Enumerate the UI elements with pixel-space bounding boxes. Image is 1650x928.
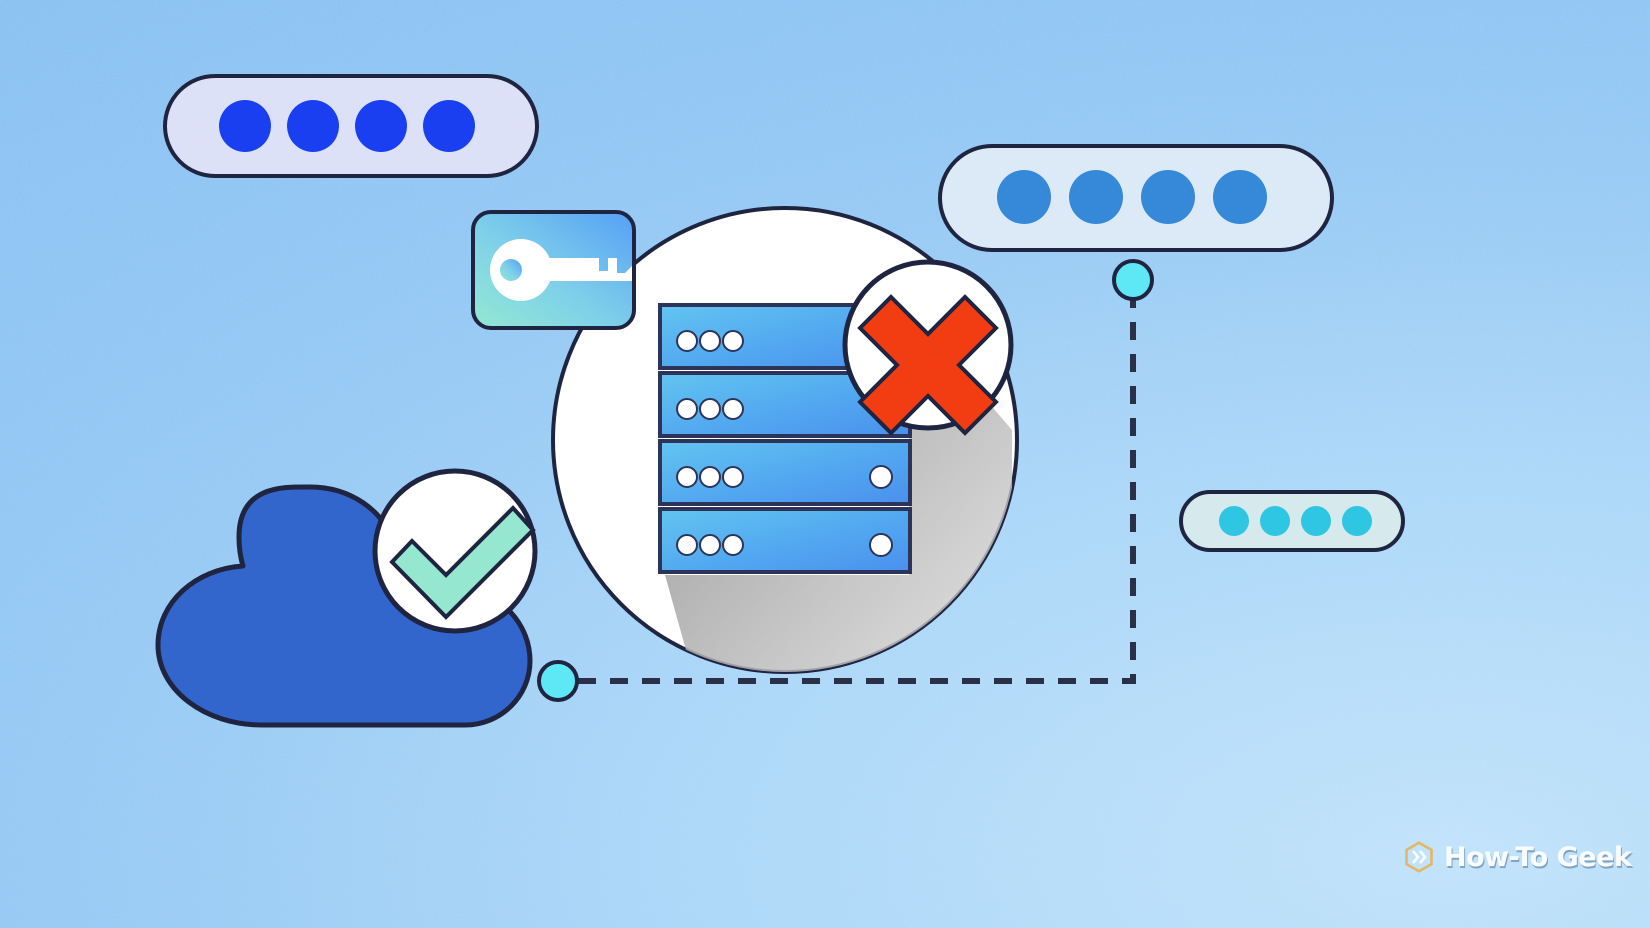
rack-led: [676, 330, 698, 352]
pill-dot-group: [219, 100, 475, 152]
pill-dot: [1141, 170, 1195, 224]
server-rack[interactable]: [658, 439, 912, 506]
watermark: How-To Geek: [1403, 841, 1632, 873]
rack-led: [699, 534, 721, 556]
password-pill-top-right[interactable]: [938, 144, 1334, 252]
pill-dot: [1213, 170, 1267, 224]
rack-led: [676, 534, 698, 556]
watermark-label: How-To Geek: [1444, 841, 1632, 873]
rack-led: [699, 398, 721, 420]
pill-dot: [1219, 506, 1249, 536]
rack-led: [722, 534, 744, 556]
pill-dot-group: [997, 170, 1267, 224]
connector-node-left[interactable]: [537, 660, 579, 702]
rack-status-led: [869, 465, 893, 489]
password-pill-top-left[interactable]: [163, 74, 539, 178]
password-pill-small-right[interactable]: [1179, 490, 1405, 552]
pill-dot: [997, 170, 1051, 224]
rack-led: [676, 466, 698, 488]
error-badge[interactable]: [842, 259, 1014, 436]
howtogeek-hexagon-logo-icon: [1405, 841, 1433, 873]
rack-led: [722, 466, 744, 488]
pill-dot: [287, 100, 339, 152]
x-cross-icon: [857, 294, 999, 436]
pill-dot: [1301, 506, 1331, 536]
check-icon: [389, 505, 536, 620]
rack-led: [676, 398, 698, 420]
connector-node-top[interactable]: [1112, 259, 1154, 301]
rack-status-led: [869, 533, 893, 557]
pill-dot: [1342, 506, 1372, 536]
rack-led: [722, 398, 744, 420]
pill-dot: [219, 100, 271, 152]
rack-led: [699, 466, 721, 488]
success-badge[interactable]: [372, 468, 538, 634]
key-card[interactable]: [471, 210, 636, 330]
rack-led: [699, 330, 721, 352]
server-rack[interactable]: [658, 507, 912, 574]
pill-dot: [1260, 506, 1290, 536]
pill-dot: [355, 100, 407, 152]
key-icon: [490, 239, 632, 301]
pill-dot: [423, 100, 475, 152]
rack-led: [722, 330, 744, 352]
pill-dot: [1069, 170, 1123, 224]
dashed-connector-path: [578, 300, 1136, 684]
pill-dot-group: [1219, 506, 1372, 536]
